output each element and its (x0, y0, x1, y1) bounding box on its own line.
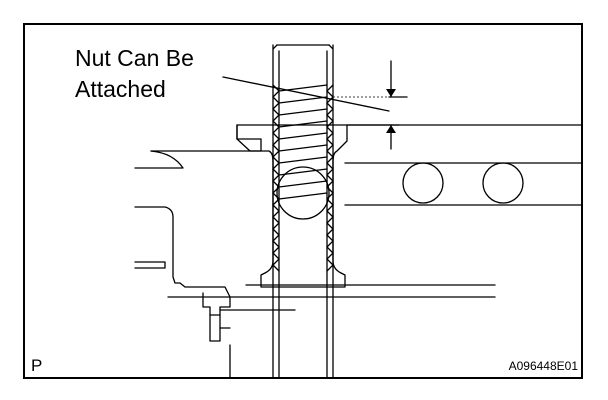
callout-line-1: Nut Can Be (75, 45, 194, 71)
thread-crest-2 (278, 96, 328, 104)
left-boss (150, 124, 262, 152)
diagram-frame: Nut Can Be Attached P A096448E01 (23, 23, 583, 379)
bolt-top-right-corner (328, 44, 334, 50)
bolt-protrusion-diagram (134, 44, 581, 377)
thread-crest-4 (278, 120, 328, 128)
left-body-outline (134, 206, 231, 298)
nut-callout-label: Nut Can Be Attached (75, 43, 235, 105)
right-hole-2 (482, 162, 524, 204)
thread-crest-5 (278, 132, 328, 140)
thread-crest-6 (278, 144, 328, 152)
thread-crest-3 (278, 108, 328, 116)
reference-code: A096448E01 (508, 359, 578, 373)
left-body-step (134, 261, 166, 269)
thread-crest-9 (278, 180, 328, 188)
thread-crest-8 (278, 168, 328, 176)
thread-right (326, 84, 334, 272)
nut-indicator-line (222, 76, 390, 112)
center-hole (276, 166, 330, 220)
arrow-down-head (386, 89, 396, 97)
callout-line-2: Attached (75, 76, 166, 102)
lower-left-bracket (202, 292, 231, 342)
right-hole-1 (402, 162, 444, 204)
left-boss-curve (134, 150, 184, 169)
bolt-top-left-corner (272, 44, 278, 50)
thread-left (272, 84, 280, 272)
thread-crest-10 (278, 192, 328, 200)
arrow-up-head (386, 125, 396, 133)
thread-crest-7 (278, 156, 328, 164)
corner-marker: P (31, 356, 43, 375)
